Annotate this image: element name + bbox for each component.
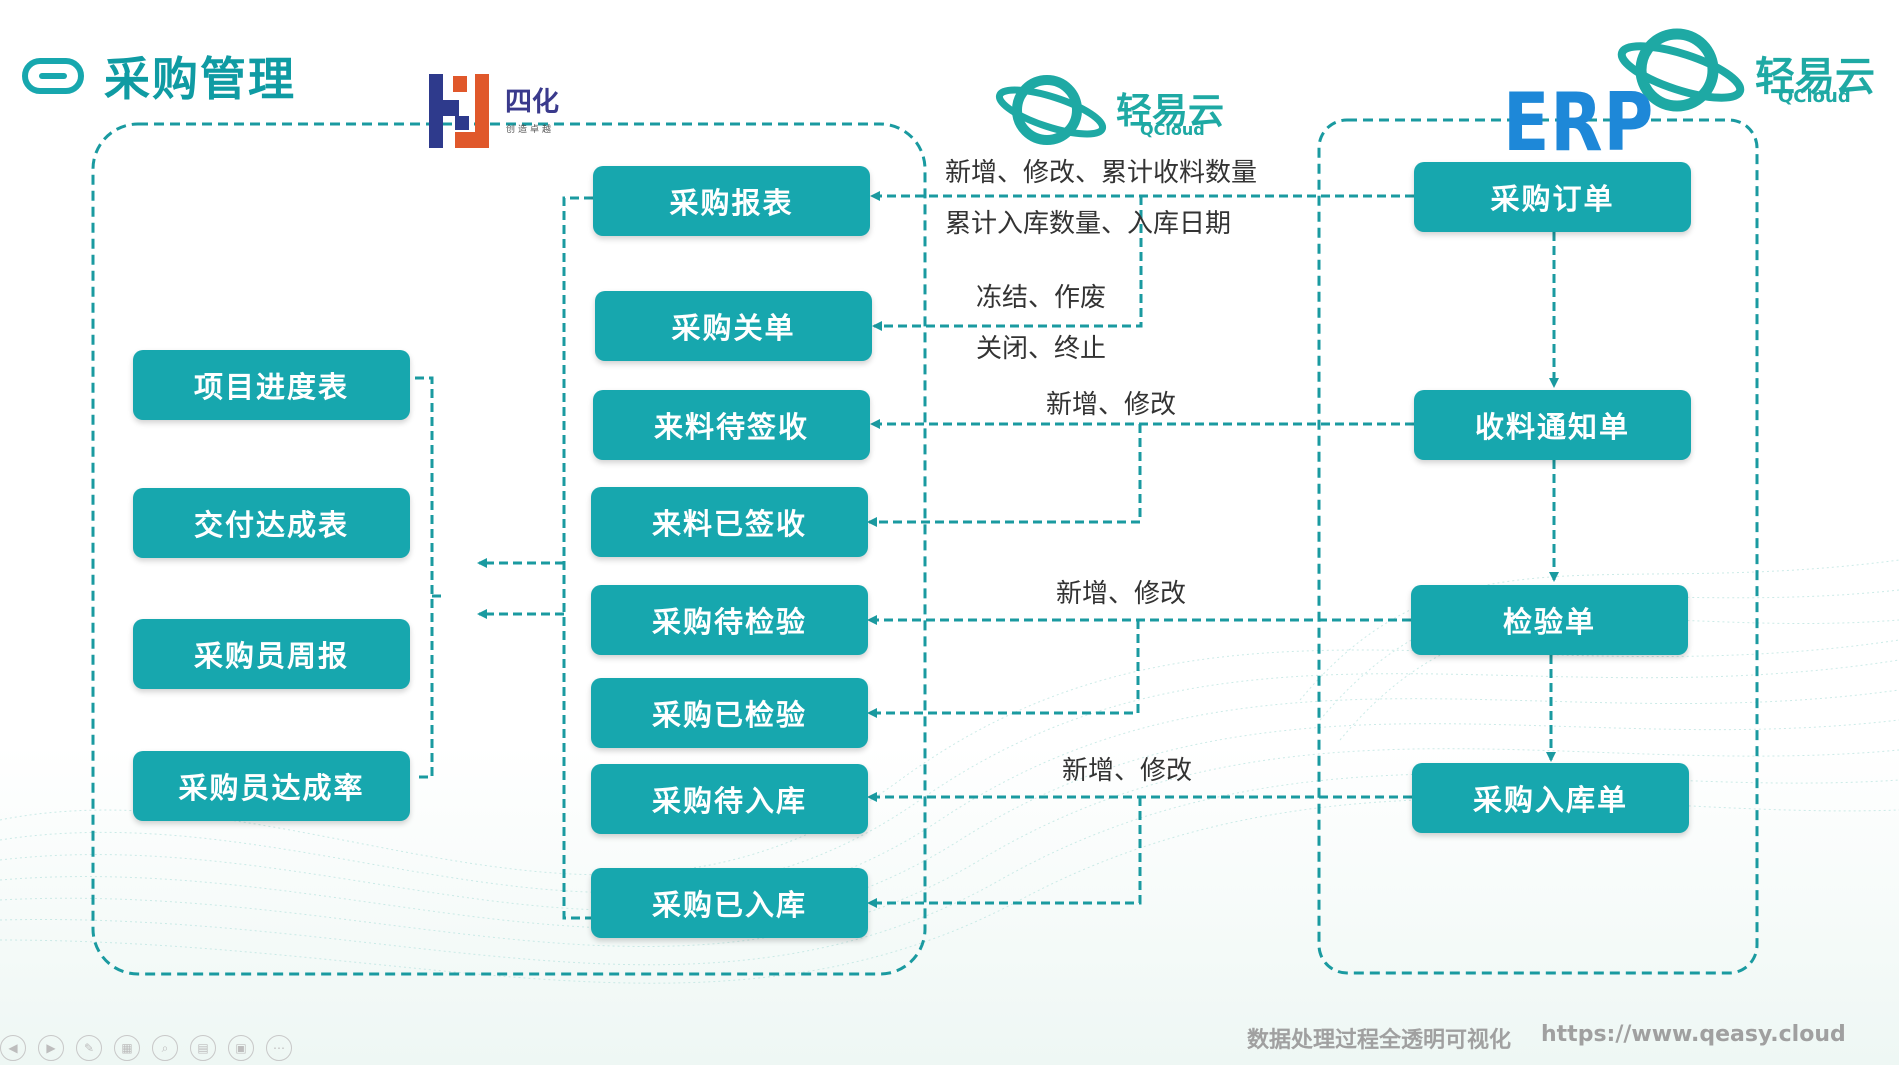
report-buyer-weekly[interactable]: 采购员周报 [133,619,410,689]
flow-label-close-1: 冻结、作废 [976,283,1107,313]
flow-label-order-2: 累计入库数量、入库日期 [945,209,1232,239]
camera-icon[interactable]: ▣ [228,1035,254,1061]
flow-label-order-1: 新增、修改、累计收料数量 [945,158,1258,188]
doc-pending-inbound[interactable]: 采购待入库 [591,764,868,834]
subtitles-icon[interactable]: ▤ [190,1035,216,1061]
flow-label-close-2: 关闭、终止 [976,334,1107,364]
report-project-progress[interactable]: 项目进度表 [133,350,410,420]
pen-icon[interactable]: ✎ [76,1035,102,1061]
qcloud-logo-text: 轻易云 [1116,91,1225,132]
sihua-logo-icon [429,74,489,148]
flow-label-inbound: 新增、修改 [1062,756,1193,786]
doc-purchase-close[interactable]: 采购关单 [595,291,872,361]
report-delivery-achievement[interactable]: 交付达成表 [133,488,410,558]
flow-label-receipt: 新增、修改 [1046,390,1177,420]
zoom-icon[interactable]: ⌕ [152,1035,178,1061]
sihua-logo-text: 四化 [505,87,559,118]
next-slide-icon[interactable]: ▶ [38,1035,64,1061]
qcloud-logo-icon [995,75,1107,145]
page-header: 采购管理 [22,48,296,106]
qcloud-corner-logo-text: 轻易云 [1755,54,1875,100]
slides-overview-icon[interactable]: ▦ [114,1035,140,1061]
qcloud-logo-sub: QCloud [1140,120,1205,139]
more-options-icon[interactable]: ⋯ [266,1035,292,1061]
erp-purchase-order[interactable]: 采购订单 [1414,162,1691,232]
erp-container [1317,118,1759,975]
doc-purchase-report[interactable]: 采购报表 [593,166,870,236]
qcloud-corner-logo-sub: QCloud [1778,86,1851,107]
report-buyer-achievement-rate[interactable]: 采购员达成率 [133,751,410,821]
erp-receipt-notice[interactable]: 收料通知单 [1414,390,1691,460]
doc-received[interactable]: 来料已签收 [591,487,868,557]
doc-inspected[interactable]: 采购已检验 [591,678,868,748]
doc-inbound[interactable]: 采购已入库 [591,868,868,938]
doc-pending-receipt[interactable]: 来料待签收 [593,390,870,460]
sihua-container [91,122,927,976]
erp-label: ERP [1503,76,1655,169]
link-icon [22,58,84,94]
erp-purchase-inbound[interactable]: 采购入库单 [1412,763,1689,833]
flow-label-inspection: 新增、修改 [1056,579,1187,609]
slide-toolbar: ◀ ▶ ✎ ▦ ⌕ ▤ ▣ ⋯ [0,1035,292,1061]
sihua-tagline: 创造卓越 [506,125,555,135]
qcloud-corner-logo-icon [1617,28,1745,112]
footer-slogan: 数据处理过程全透明可视化 [1247,1028,1512,1053]
previous-slide-icon[interactable]: ◀ [0,1035,26,1061]
erp-inspection[interactable]: 检验单 [1411,585,1688,655]
footer-url[interactable]: https://www.qeasy.cloud [1541,1022,1846,1047]
page-title: 采购管理 [104,52,296,106]
doc-pending-inspection[interactable]: 采购待检验 [591,585,868,655]
